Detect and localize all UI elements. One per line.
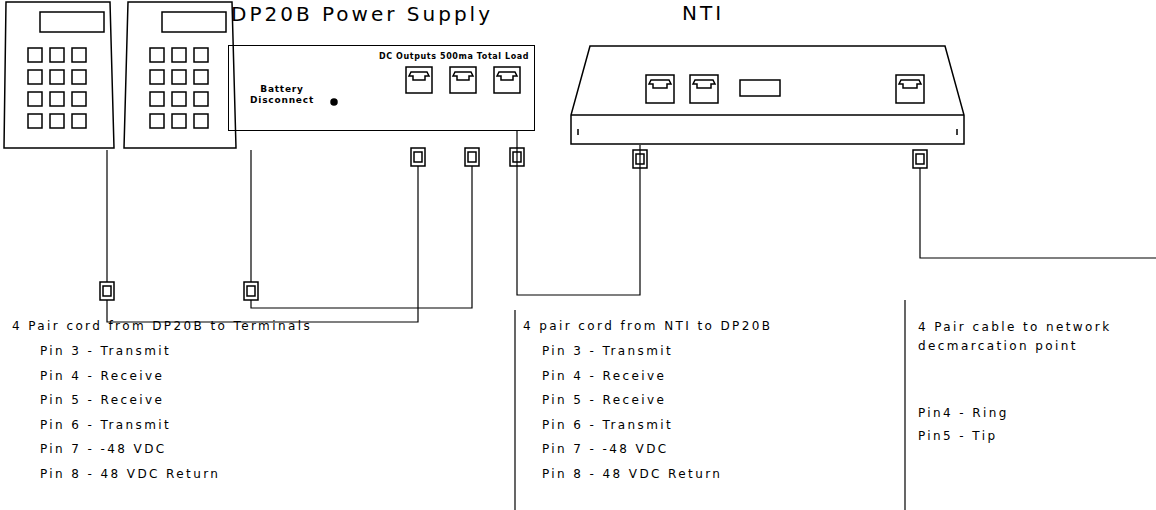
pin-assignment: Pin 4 - Receive — [40, 368, 164, 384]
cord — [517, 131, 640, 295]
cord — [107, 150, 1156, 322]
power-supply-jacks — [331, 67, 520, 105]
pin-assignment: Pin 3 - Transmit — [40, 343, 171, 359]
nti-jacks — [646, 75, 924, 103]
port-caption: DC Outputs 500ma Total Load — [379, 52, 529, 61]
pin-assignment: Pin 7 - -48 VDC — [40, 441, 167, 457]
power-supply-box: DP20B Power SupplyDC Outputs 500ma Total… — [228, 45, 535, 131]
pin-assignment: Pin 7 - -48 VDC — [542, 441, 669, 457]
button-label: Battery Disconnect — [249, 84, 315, 106]
pin-assignment: Pin 5 - Receive — [542, 392, 666, 408]
pin-assignment: Pin4 - Ring — [918, 405, 1009, 421]
pin-assignment: Pin 8 - 48 VDC Return — [40, 466, 220, 482]
pin-assignment: Pin 6 - Transmit — [40, 417, 171, 433]
modular-plug — [100, 148, 927, 300]
device-name: DP20B Power Supply — [231, 2, 493, 26]
telephone — [124, 2, 236, 148]
device-name: NTI — [682, 1, 724, 25]
pin-assignment: Pin5 - Tip — [918, 428, 997, 444]
trapezoid-outline — [570, 45, 965, 145]
pin-assignment: Pin 6 - Transmit — [542, 417, 673, 433]
cord-heading: 4 Pair cord from DP20B to Terminals — [12, 318, 312, 334]
pin-assignment: Pin 5 - Receive — [40, 392, 164, 408]
cord-heading: 4 Pair cable to network decmarcation poi… — [918, 318, 1150, 356]
pin-assignment: Pin 3 - Transmit — [542, 343, 673, 359]
telephone — [4, 2, 114, 148]
cord-heading: 4 pair cord from NTI to DP20B — [523, 318, 772, 334]
pin-assignment: Pin 4 - Receive — [542, 368, 666, 384]
pin-assignment: Pin 8 - 48 VDC Return — [542, 466, 722, 482]
divider — [515, 300, 905, 510]
nti-box: NTI — [570, 45, 965, 145]
